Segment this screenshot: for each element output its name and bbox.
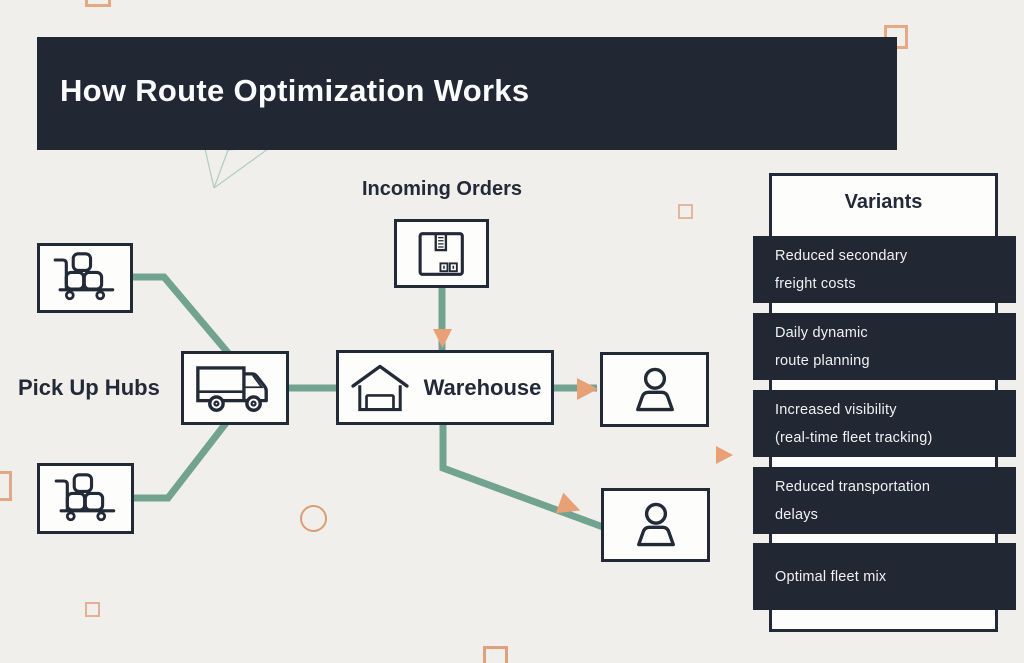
incoming-orders-label: Incoming Orders	[361, 178, 523, 200]
hand-truck-icon	[53, 252, 115, 301]
node-pickup-hub-1	[37, 243, 133, 313]
decor-square-bottom-left	[85, 602, 100, 617]
variant-item-5: Optimal fleet mix	[753, 543, 1016, 610]
variant-item-line: Daily dynamic	[775, 324, 868, 341]
variant-item-line: Reduced secondary	[775, 247, 908, 264]
arrow-down-icon	[433, 329, 452, 348]
person-icon	[635, 367, 674, 411]
decor-square-top-left	[85, 0, 111, 7]
page-title: How Route Optimization Works	[60, 72, 530, 108]
truck-icon	[196, 366, 268, 412]
decor-square-left-edge	[0, 471, 12, 501]
decor-circle	[300, 505, 327, 532]
node-incoming-orders	[394, 219, 489, 288]
variant-item-line: freight costs	[775, 275, 856, 292]
variant-item-1: Reduced secondary freight costs	[753, 236, 1016, 303]
variant-item-line: (real-time fleet tracking)	[775, 429, 933, 446]
hand-truck-icon	[54, 472, 115, 521]
node-customer-1	[600, 352, 709, 427]
variant-item-line: Increased visibility	[775, 401, 897, 418]
header-bar: How Route Optimization Works	[37, 37, 897, 150]
connector-hub1-truck	[128, 273, 232, 357]
variant-item-4: Reduced transportation delays	[753, 467, 1016, 534]
arrow-right-standalone-icon	[716, 446, 733, 464]
variant-item-line: Reduced transportation	[775, 478, 931, 495]
warehouse-icon	[350, 364, 409, 411]
variants-title: Variants	[844, 191, 923, 213]
connector-warehouse-customer2	[439, 422, 605, 531]
pick-up-hubs-label: Pick Up Hubs	[18, 375, 160, 400]
node-pickup-hub-2	[37, 463, 134, 534]
variant-item-2: Daily dynamic route planning	[753, 313, 1016, 380]
variant-item-line: Optimal fleet mix	[775, 568, 887, 585]
connector-hub2-truck	[130, 420, 229, 502]
node-customer-2	[601, 488, 710, 562]
person-icon	[636, 502, 675, 547]
arrow-right-icon	[577, 378, 598, 400]
package-icon	[418, 231, 464, 276]
variant-item-3: Increased visibility (real-time fleet tr…	[753, 390, 1016, 457]
node-truck	[181, 351, 289, 425]
warehouse-label: Warehouse	[423, 374, 542, 400]
variant-item-line: route planning	[775, 352, 870, 369]
variant-item-line: delays	[775, 506, 819, 523]
decor-square-mid	[678, 204, 693, 219]
decor-square-bottom-center	[483, 646, 508, 663]
node-warehouse: Warehouse	[336, 350, 554, 425]
arrow-diagonal-icon	[555, 492, 581, 514]
